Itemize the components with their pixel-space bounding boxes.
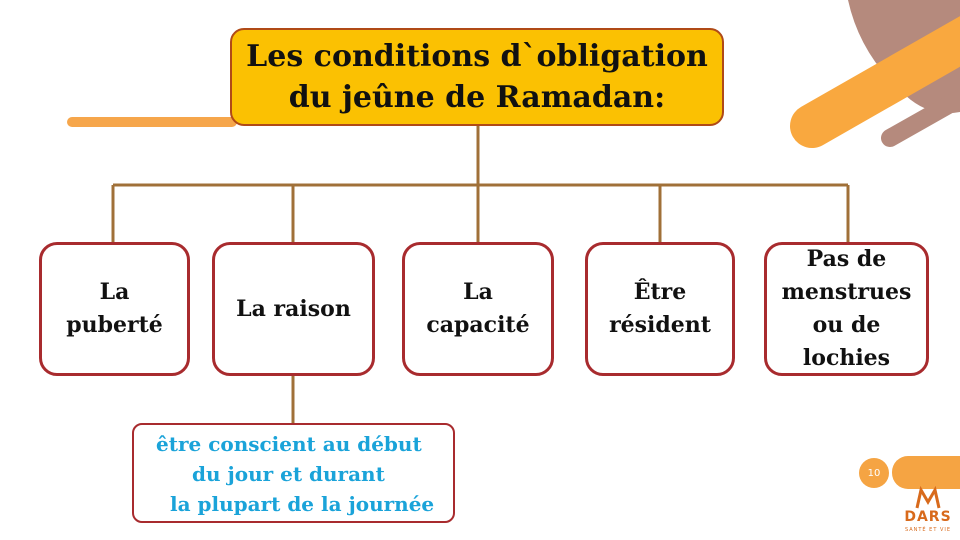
decor-brown-stroke xyxy=(881,88,960,147)
logo-name: DARS xyxy=(904,509,952,525)
node-menstrues: Pas de menstrues ou de lochies xyxy=(764,242,929,376)
logo-tagline: SANTÉ ET VIE xyxy=(904,527,952,533)
detail-line-1: être conscient au début xyxy=(156,432,422,456)
node-capacite: La capacité xyxy=(402,242,554,376)
raison-detail-box: être conscient au début du jour et duran… xyxy=(132,423,455,523)
node-label: La puberté xyxy=(66,279,163,338)
connector-lines xyxy=(111,126,850,423)
page-number: 10 xyxy=(867,467,881,479)
node-label: La capacité xyxy=(426,279,530,338)
detail-line-2: du jour et durant xyxy=(192,462,385,486)
decor-orange-stroke xyxy=(790,16,960,148)
node-resident: Être résident xyxy=(585,242,735,376)
node-label: La raison xyxy=(236,295,351,322)
title-text: Les conditions d`obligation du jeûne de … xyxy=(246,39,708,115)
page-number-badge: 10 xyxy=(859,458,889,488)
decor-orange-pill xyxy=(892,456,960,489)
logo-mark-icon xyxy=(915,485,941,509)
detail-line-3: la plupart de la journée xyxy=(170,492,435,516)
node-raison: La raison xyxy=(212,242,375,376)
node-puberte: La puberté xyxy=(39,242,190,376)
node-label: Pas de menstrues ou de lochies xyxy=(781,246,912,371)
title-box: Les conditions d`obligation du jeûne de … xyxy=(230,28,724,126)
node-label: Être résident xyxy=(609,279,711,338)
